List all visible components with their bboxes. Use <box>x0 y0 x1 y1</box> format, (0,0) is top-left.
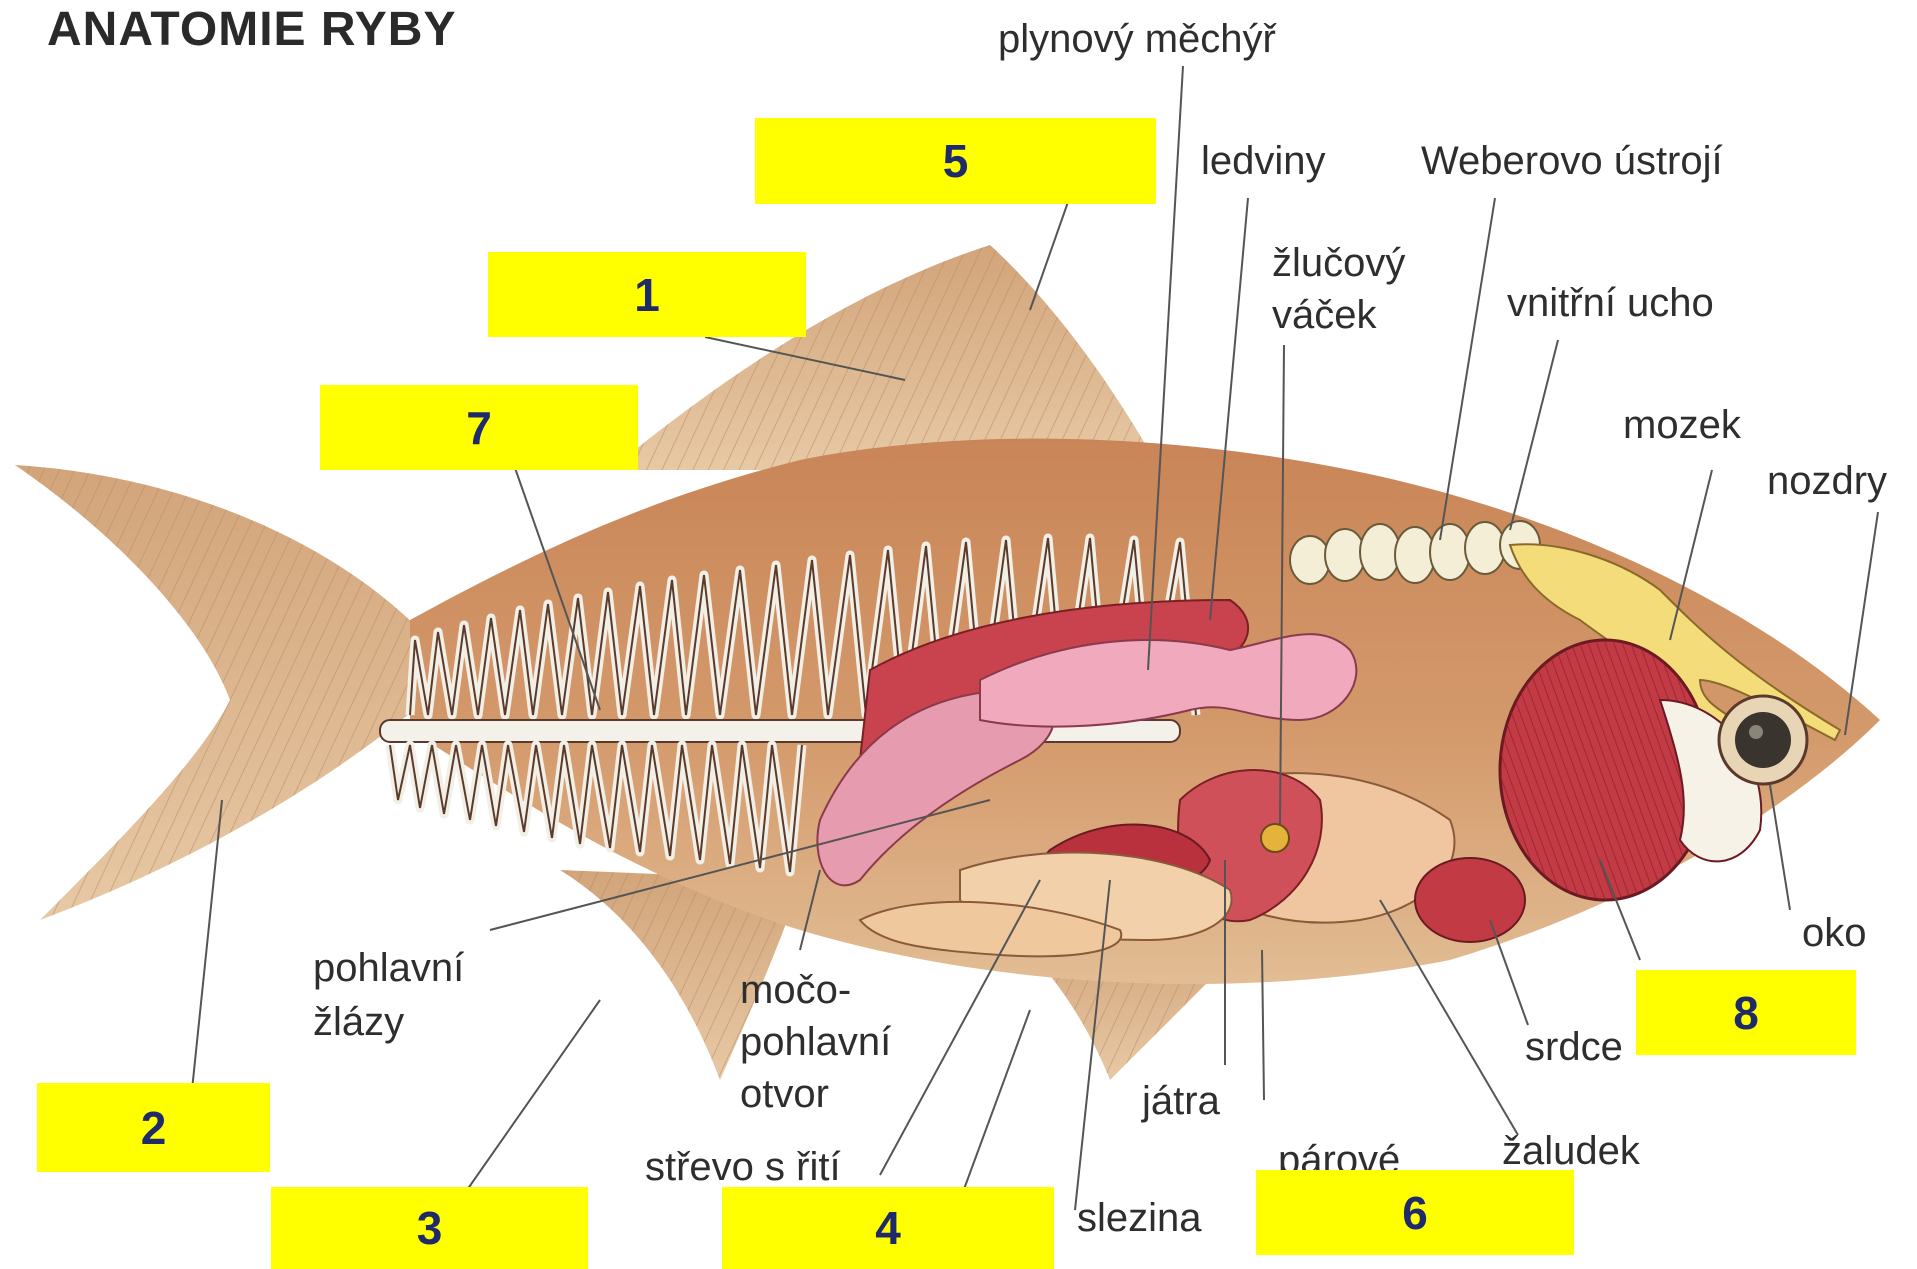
label-pohlavni-zlazy-line2: žlázy <box>313 997 404 1047</box>
label-weberovo-ustroji: Weberovo ústrojí <box>1421 136 1723 186</box>
answer-box-6-number: 6 <box>1402 1186 1428 1240</box>
answer-box-3[interactable]: 3 <box>271 1187 588 1269</box>
label-plynovy-mechyr: plynový měchýř <box>998 14 1276 64</box>
answer-box-7[interactable]: 7 <box>320 385 638 470</box>
answer-box-1[interactable]: 1 <box>488 252 806 337</box>
gall-bladder <box>1261 824 1289 852</box>
answer-box-4-number: 4 <box>875 1201 901 1255</box>
label-mocopohlavni-line2: pohlavní <box>740 1017 891 1067</box>
label-vnitrni-ucho: vnitřní ucho <box>1507 278 1714 328</box>
answer-box-3-number: 3 <box>417 1201 443 1255</box>
label-mocopohlavni-line3: otvor <box>740 1069 829 1119</box>
label-jatra: játra <box>1142 1076 1220 1126</box>
label-zaludek: žaludek <box>1502 1126 1640 1176</box>
label-mozek: mozek <box>1623 400 1741 450</box>
answer-box-7-number: 7 <box>466 401 492 455</box>
label-strevo-s-riti: střevo s řití <box>645 1142 841 1192</box>
label-mocopohlavni-line1: močo- <box>740 965 851 1015</box>
label-ledviny: ledviny <box>1201 136 1326 186</box>
answer-box-5-number: 5 <box>943 134 969 188</box>
label-srdce: srdce <box>1525 1022 1623 1072</box>
label-pohlavni-zlazy-line1: pohlavní <box>313 943 464 993</box>
answer-box-4[interactable]: 4 <box>722 1187 1054 1269</box>
heart <box>1415 858 1525 942</box>
page-title: ANATOMIE RYBY <box>47 2 456 57</box>
answer-box-2[interactable]: 2 <box>37 1083 270 1172</box>
label-zlucovy-line2: váček <box>1272 290 1377 340</box>
label-oko: oko <box>1802 908 1867 958</box>
answer-box-6[interactable]: 6 <box>1256 1170 1574 1255</box>
answer-box-8-number: 8 <box>1733 986 1759 1040</box>
answer-box-2-number: 2 <box>141 1101 167 1155</box>
label-slezina: slezina <box>1077 1193 1202 1243</box>
eye <box>1719 696 1807 784</box>
answer-box-5[interactable]: 5 <box>755 118 1156 204</box>
answer-box-1-number: 1 <box>634 268 660 322</box>
label-zlucovy-line1: žlučový <box>1272 238 1405 288</box>
label-nozdry: nozdry <box>1767 456 1887 506</box>
answer-box-8[interactable]: 8 <box>1636 970 1856 1055</box>
